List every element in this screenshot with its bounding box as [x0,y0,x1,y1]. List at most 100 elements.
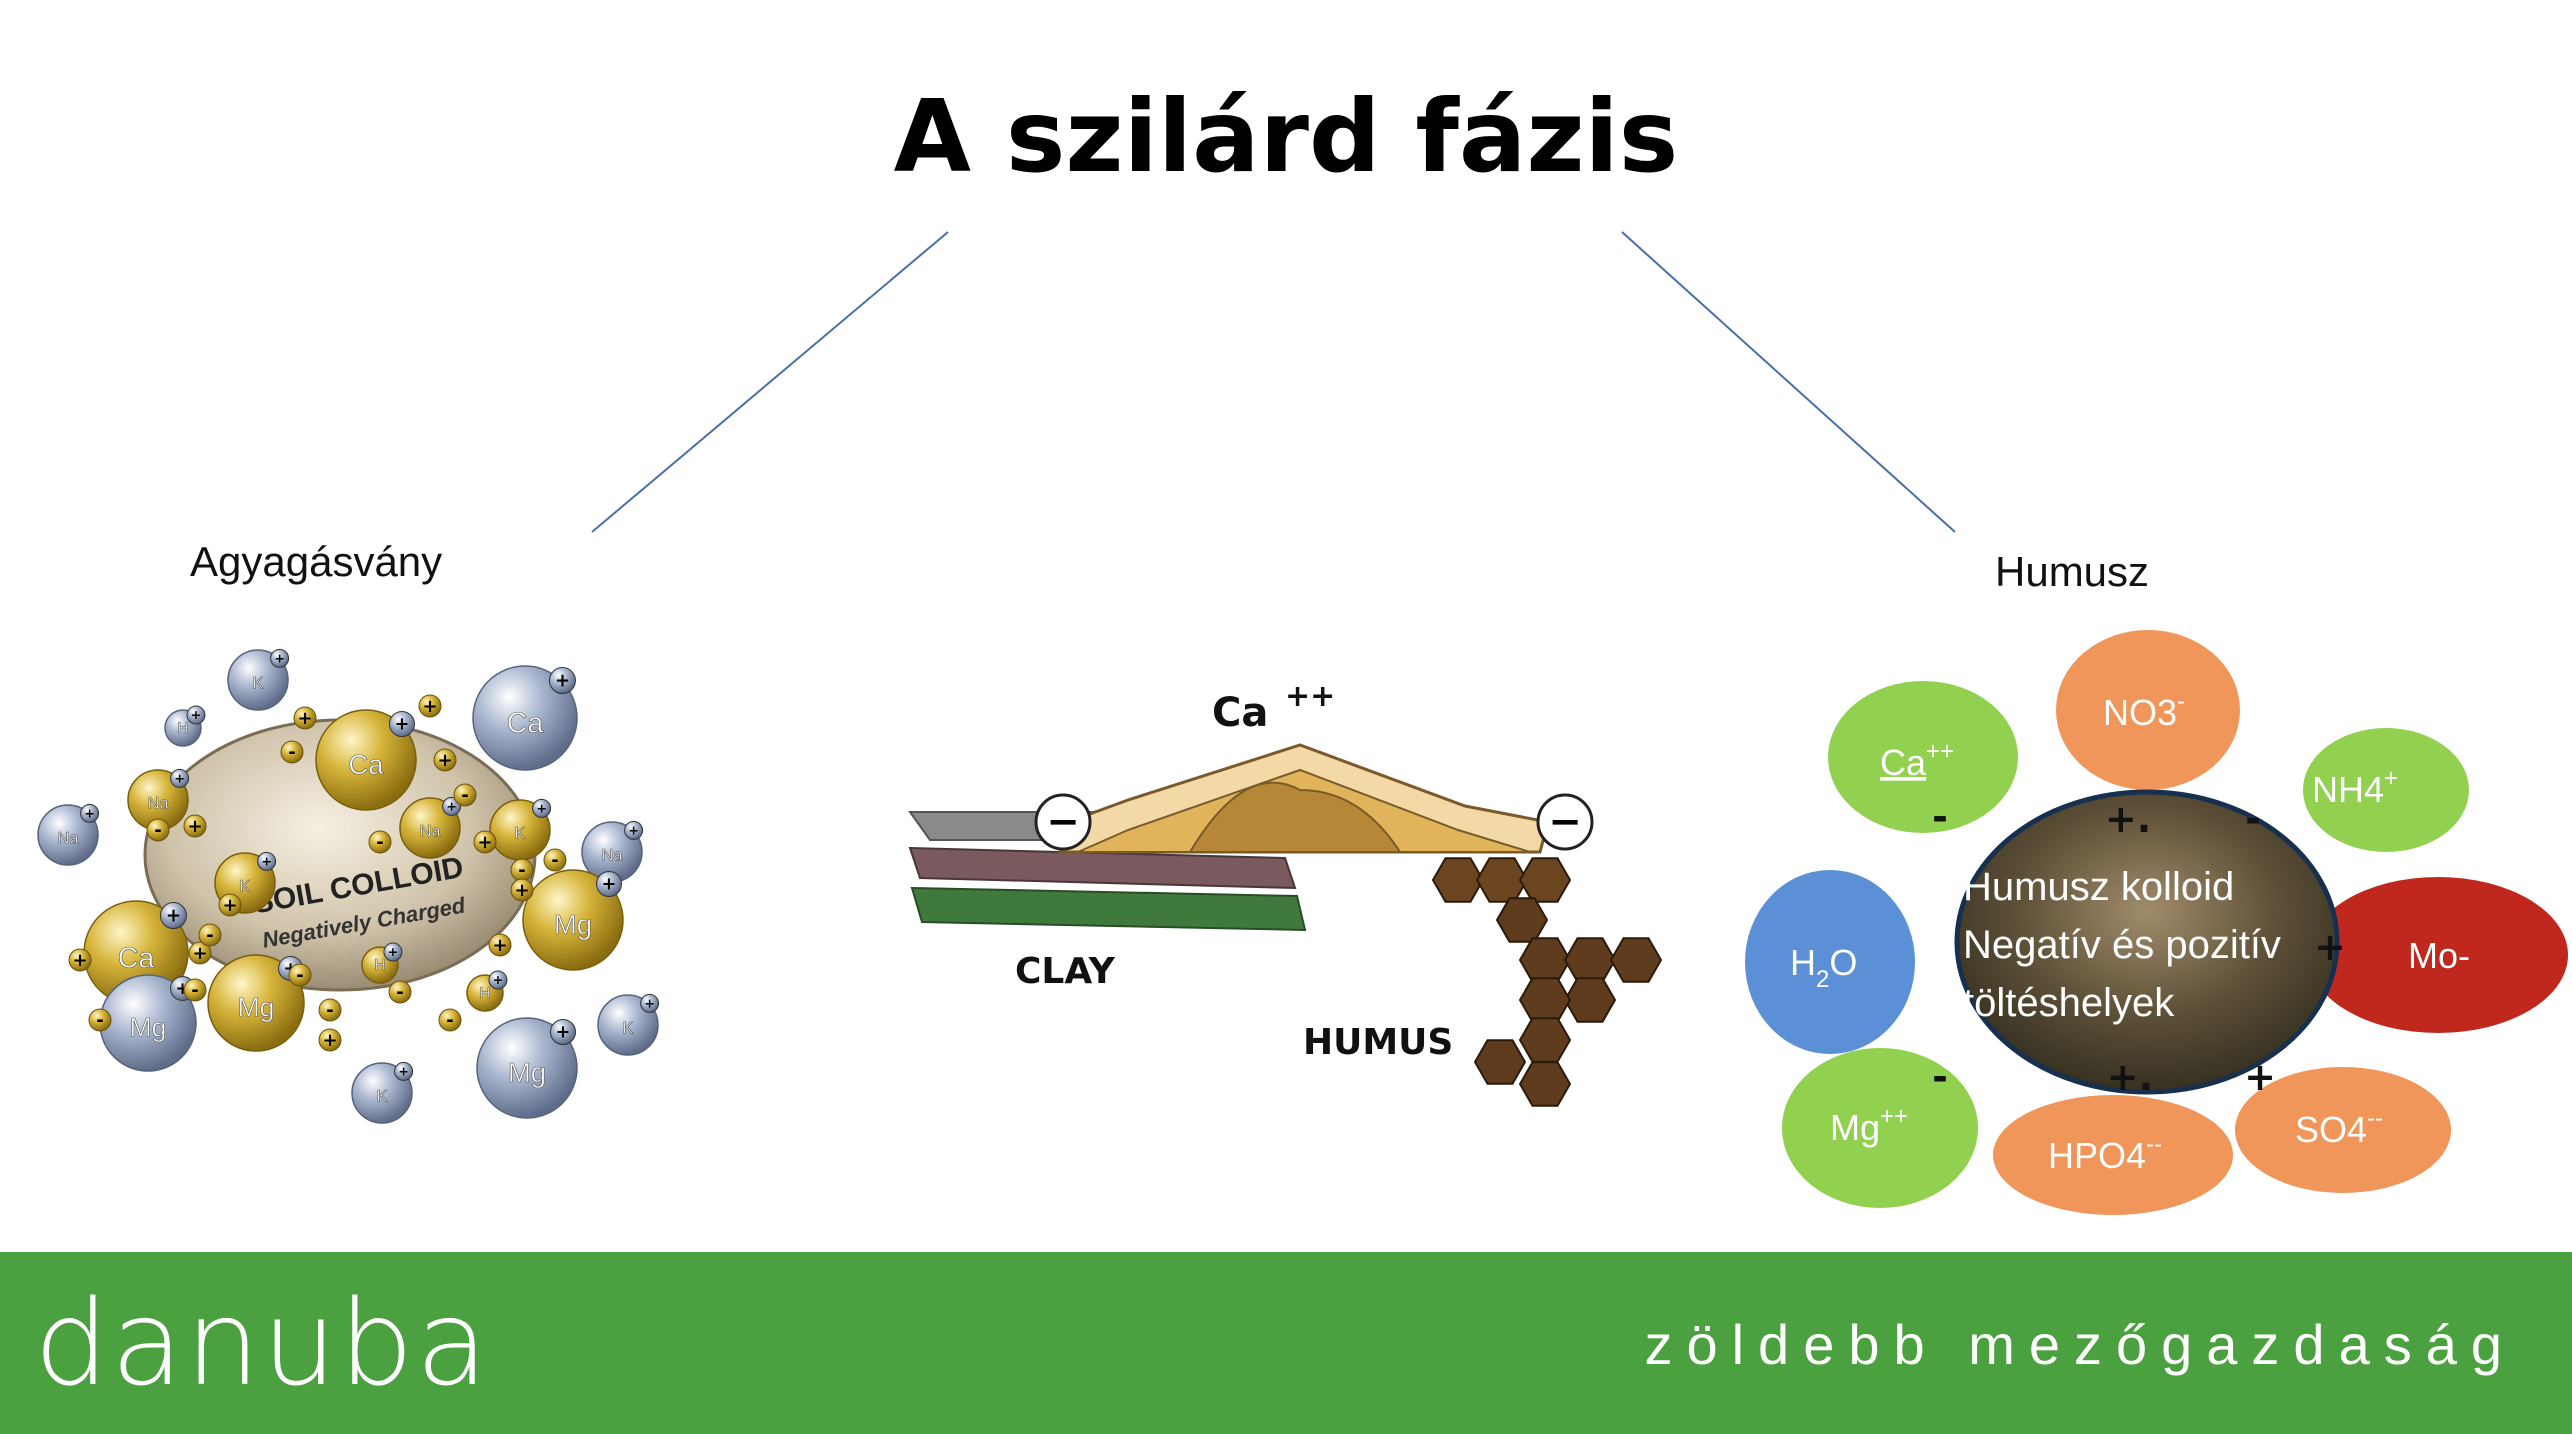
charge-bead-sign: - [96,1010,103,1031]
ion-mo: Mo- [2308,877,2568,1033]
charge-bead-ball [68,948,92,972]
ion-hpo4-label: HPO4-- [2048,1131,2162,1176]
charge-bead-sign: - [288,742,295,763]
ion-ball: K+ [489,798,552,861]
calcium-label: Ca [1212,690,1268,736]
charge-bead: + [418,694,442,718]
charge-bead-sign: - [551,850,558,871]
charge-bead: - [368,830,392,854]
ion-symbol: Mg [554,909,592,940]
ion-sphere [522,869,624,971]
ion-ball: H+ [361,942,403,984]
ion-nh4-shape [2303,728,2469,852]
charge-bead: - [438,1008,462,1032]
ion-mg-label: Mg++ [1830,1103,1908,1148]
footer-bar: danuba zöldebb mezőgazdaság [0,1252,2572,1434]
ion-charge-dot [186,705,206,725]
charge-bead-sign: - [518,860,525,881]
brand-tagline: zöldebb mezőgazdaság [1644,1313,2516,1376]
ion-hpo4-shape [1993,1095,2233,1215]
connector-line-right [1621,231,1956,533]
charge-bead: - [318,998,342,1022]
ion-charge-dot [159,902,187,930]
charge-bead-ball [433,748,457,772]
ion-charge-sign: + [191,707,202,722]
ion-charge-dot [383,942,403,962]
ion-ball: Na+ [37,803,100,866]
label-clay-mineral: Agyagásvány [190,538,443,585]
charge-bead-sign: - [206,925,213,946]
humus-charge-sign: +. [2107,1055,2153,1099]
soil-colloid-illustration: SOIL COLLOID Negatively Charged K+Ca+Ca+… [37,648,660,1124]
ion-charge-dot [640,993,660,1013]
ion-ca-label: Ca++ [1880,738,1954,783]
humus-hexagon [1609,937,1663,983]
charge-bead: - [510,858,534,882]
ion-charge-sign: + [166,905,181,926]
charge-bead-sign: - [461,785,468,806]
ion-charge-dot [624,820,644,840]
charge-bead-ball [418,694,442,718]
charge-bead-sign: + [72,950,87,971]
ion-ball: Na+ [581,820,644,883]
ion-ball: K+ [351,1061,414,1124]
ion-charge-sign: + [398,1063,409,1078]
humus-label: HUMUS [1303,1022,1453,1063]
ion-charge-sign: + [493,972,504,987]
bridge-arch [1188,781,1402,853]
ion-symbol: Na [419,822,441,840]
charge-bead: - [146,818,170,842]
calcium-charge: ++ [1285,679,1335,714]
ion-symbol: Mg [508,1057,546,1088]
ion-charge-dot [270,648,290,668]
ion-charge-dot [394,1061,414,1081]
charge-bead-sign: + [437,750,452,771]
charge-bead-sign: + [514,880,529,901]
ion-h2o: H2O [1745,870,1915,1054]
ion-nh4-label: NH4+ [2312,765,2398,810]
humus-colloid-line: töltéshelyek [1963,981,2175,1025]
humus-hexagon-chain [1431,857,1663,1107]
ion-symbol: K [622,1019,633,1037]
charge-bead: + [488,933,512,957]
ion-charge-sign: + [174,770,185,785]
ion-charge-dot [170,768,190,788]
charge-bead: + [293,706,317,730]
charge-bead-ball [146,818,170,842]
charge-bead-sign: - [396,982,403,1003]
charge-bead: + [218,893,242,917]
charge-bead: - [198,923,222,947]
charge-bead-ball [510,878,534,902]
ion-no3-shape [2056,630,2240,790]
ion-no3: NO3- [2056,630,2240,790]
charge-bead-sign: + [297,708,312,729]
charge-bead-ball [543,848,567,872]
charge-bead-sign: + [477,832,492,853]
ion-symbol: Na [57,829,79,847]
charge-bead-ball [288,963,312,987]
humus-colloid-line: Negatív és pozitív [1963,923,2281,967]
minus-sign-left: − [1046,799,1080,845]
diagram-canvas: SOIL COLLOID Negatively Charged K+Ca+Ca+… [37,231,2568,1215]
charge-bead-ball [280,740,304,764]
ion-charge-sign: + [261,853,272,868]
humus-colloid-ball [1954,789,2340,1095]
ion-so4: SO4-- [2235,1067,2451,1193]
humus-hexagon [1518,977,1572,1023]
ion-ball: Mg+ [207,954,305,1052]
charge-bead-ball [368,830,392,854]
humus-charge-sign: - [2245,797,2261,841]
ion-charge-dot [80,803,100,823]
ion-charge-dot [596,871,622,897]
charge-bead: - [280,740,304,764]
humus-hexagon [1518,1017,1572,1063]
ion-charge-sign: + [274,650,285,665]
label-humus: Humusz [1995,548,2150,595]
charge-bead-sign: - [154,820,161,841]
ion-h2o-shape [1745,870,1915,1054]
ion-nh4: NH4+ [2303,728,2469,852]
clay-layer-mauve [908,846,1297,890]
humus-hexagon [1431,857,1485,903]
charge-bead-ball [218,893,242,917]
